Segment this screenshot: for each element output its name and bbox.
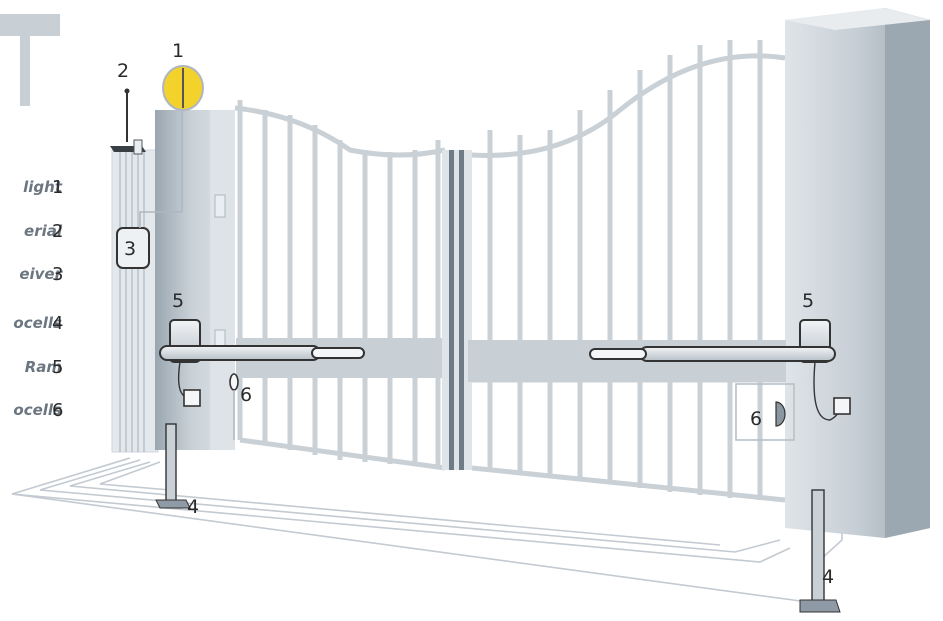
- legend-number: 5: [52, 357, 63, 378]
- callout-left-ram: 5: [172, 290, 184, 312]
- right-gate-leaf: [472, 40, 785, 500]
- right-post: [785, 8, 930, 538]
- legend-row: light 1: [0, 178, 70, 200]
- callout-receiver: 3: [124, 238, 136, 260]
- legend-number: 4: [52, 313, 63, 334]
- callout-flashing-light: 1: [172, 40, 184, 62]
- legend-row: erial 2: [0, 222, 70, 244]
- legend-number: 2: [52, 221, 63, 242]
- callout-right-post-photocell: 4: [822, 566, 834, 588]
- callout-aerial: 2: [117, 60, 129, 82]
- aerial-icon: [110, 89, 146, 155]
- legend-row: Ram 5: [0, 358, 70, 380]
- left-wall: [112, 150, 158, 452]
- legend-row: ocells 4: [0, 314, 70, 336]
- callout-left-post-photocell: 4: [187, 496, 199, 518]
- left-gate-leaf: [235, 100, 445, 468]
- legend-number: 6: [52, 400, 63, 421]
- callout-left-photocell: 6: [240, 384, 252, 406]
- legend-number: 1: [52, 177, 63, 198]
- legend-number: 3: [52, 264, 63, 285]
- legend-row: ocells 6: [0, 401, 70, 423]
- callout-right-photocell: 6: [750, 408, 762, 430]
- callout-right-ram: 5: [802, 290, 814, 312]
- center-stile: [442, 150, 472, 470]
- legend-row: eiver 3: [0, 265, 70, 287]
